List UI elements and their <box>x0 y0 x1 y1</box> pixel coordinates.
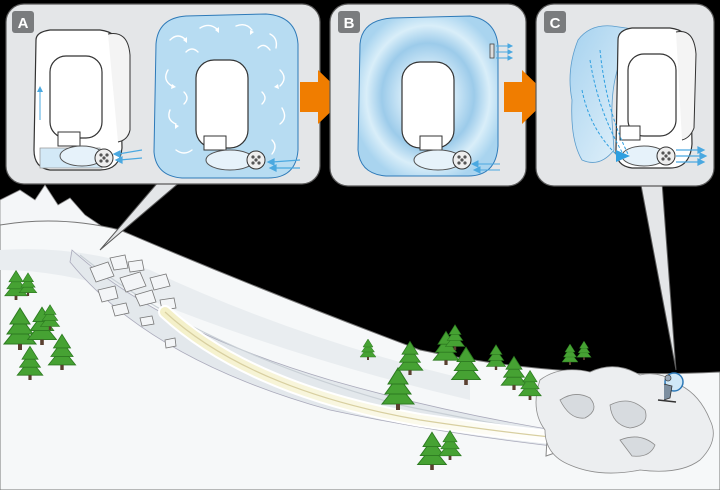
panel-c-letter: C <box>550 15 561 32</box>
panel-a-badge <box>12 11 34 33</box>
snow-slab-blocks <box>89 254 177 349</box>
airflow-arrows-a <box>112 149 143 164</box>
pine-tree-icon <box>576 340 592 360</box>
pine-tree-icon <box>47 333 77 370</box>
pine-tree-icon <box>561 343 579 365</box>
panel-b-badge <box>338 11 360 33</box>
panel-a-letter: A <box>18 15 29 32</box>
pine-tree-icon <box>518 369 542 400</box>
panel-b: B <box>329 3 527 187</box>
airflow-arrows-b <box>470 43 514 174</box>
pine-trees <box>2 269 592 470</box>
valve-icon <box>489 43 495 59</box>
pine-tree-icon <box>444 324 466 350</box>
pine-tree-icon <box>380 367 416 410</box>
pine-tree-icon <box>359 338 377 360</box>
pine-tree-icon <box>39 304 61 330</box>
airflow-arrows-a2 <box>266 158 301 172</box>
pine-tree-icon <box>18 272 38 296</box>
panel-c: C <box>535 3 715 187</box>
pine-tree-icon <box>16 345 44 380</box>
avalanche-airbag-backpack-icon <box>33 29 131 171</box>
pine-tree-icon <box>438 429 462 460</box>
pine-tree-icon <box>396 340 424 375</box>
skier-icon <box>657 372 684 403</box>
pine-tree-icon <box>416 431 448 470</box>
pine-tree-icon <box>485 344 507 370</box>
deflating-airbag <box>569 25 697 169</box>
orange-arrow-icon <box>504 70 550 124</box>
pine-tree-icon <box>500 355 528 390</box>
orange-arrow-icon <box>300 70 346 124</box>
inflating-airbag <box>153 13 299 179</box>
inflated-airbag <box>357 15 499 177</box>
pine-tree-icon <box>450 346 482 385</box>
panel-b-letter: B <box>344 15 355 32</box>
panel-a: A <box>5 3 321 185</box>
airflow-arrows-c <box>676 146 708 166</box>
panel-c-badge <box>544 11 566 33</box>
